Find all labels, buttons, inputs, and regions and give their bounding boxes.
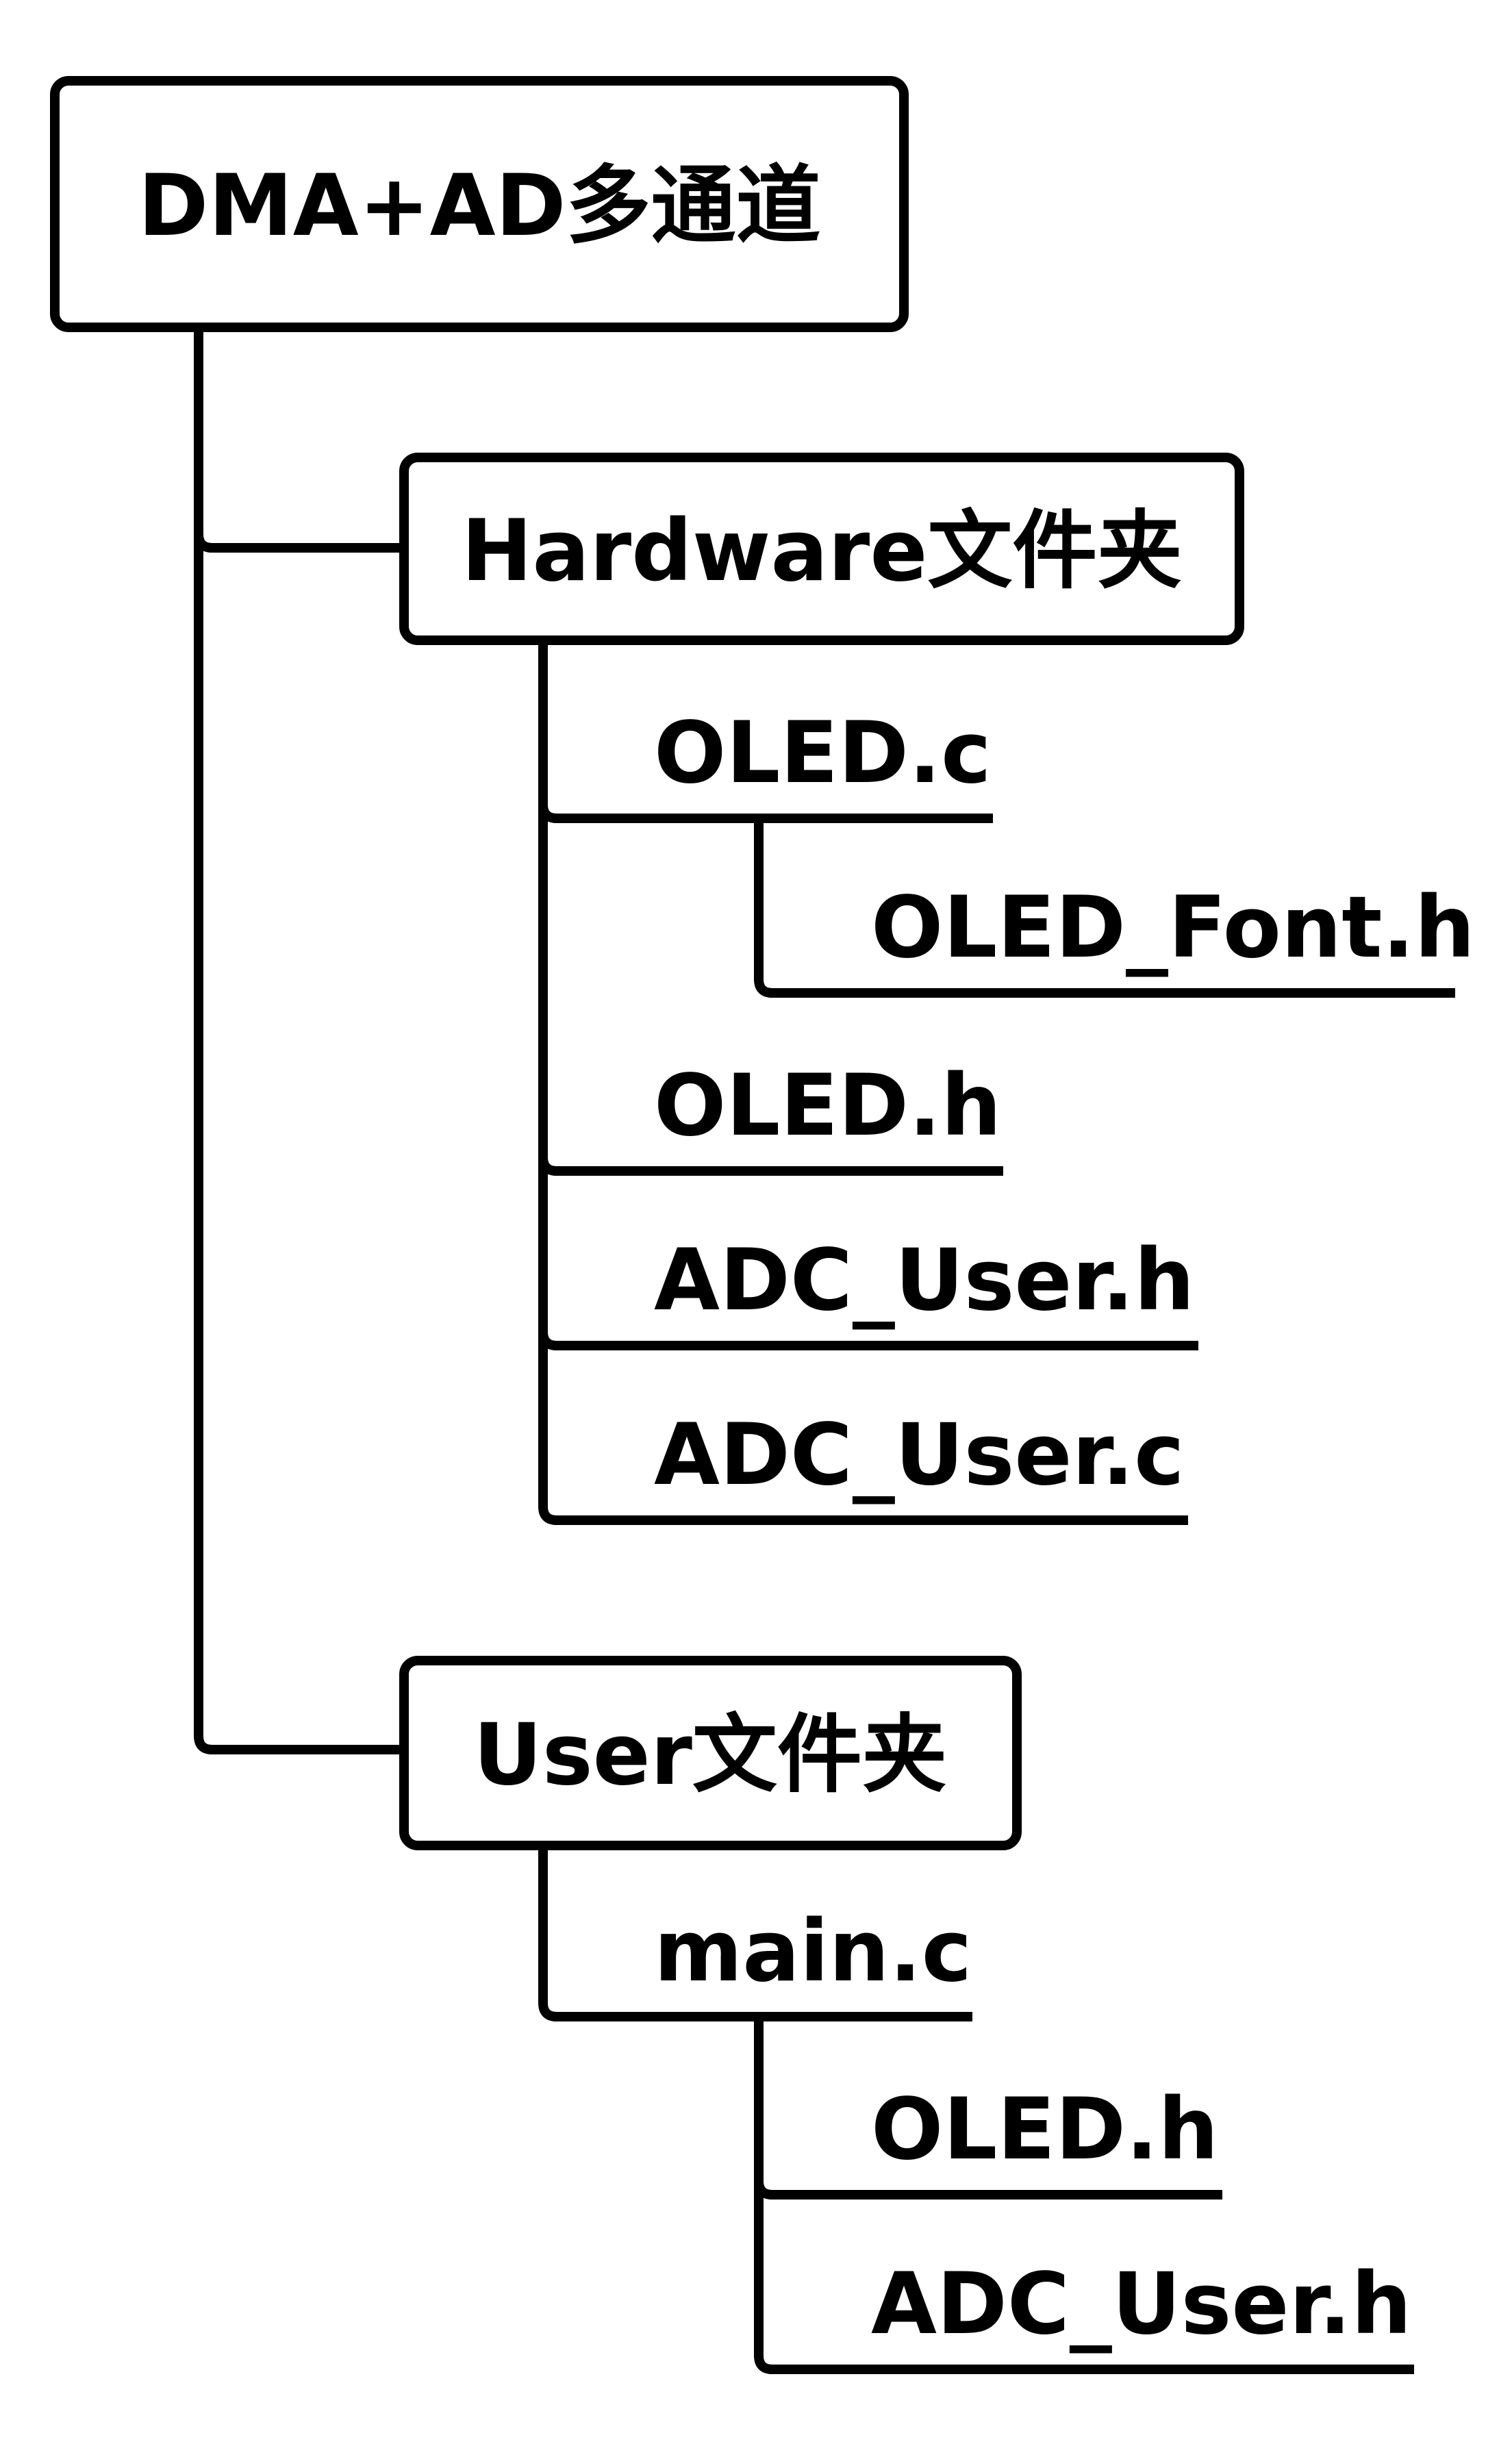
connector-main-c-trunk — [754, 2017, 1414, 2374]
hardware-folder-box — [399, 453, 1244, 645]
user-folder-box — [399, 1656, 1022, 1850]
connector-hardware-oled-h — [538, 1157, 1003, 1176]
connector-user-trunk — [538, 1845, 972, 2021]
hardware-folder-label: Hardware文件夹 — [462, 502, 1183, 601]
tree-connectors — [194, 327, 1455, 2374]
connector-root-trunk — [194, 327, 404, 1754]
root-box — [50, 76, 909, 332]
file-main-oled-h: OLED.h — [871, 2080, 1218, 2179]
file-oled-c: OLED.c — [654, 704, 992, 803]
connector-hardware-oled-c — [538, 804, 993, 823]
root-node: DMA+AD多通道 — [50, 76, 909, 332]
file-adc-user-c: ADC_User.c — [654, 1406, 1185, 1504]
hardware-folder-node: Hardware文件夹 — [399, 453, 1244, 645]
file-main-adc-user-h: ADC_User.h — [871, 2255, 1411, 2354]
connector-hardware-adc-user-h — [538, 1331, 1198, 1350]
file-oled-font-h: OLED_Font.h — [871, 879, 1475, 977]
user-folder-label: User文件夹 — [473, 1706, 947, 1804]
root-label: DMA+AD多通道 — [138, 157, 820, 255]
file-main-c: main.c — [654, 1902, 972, 2001]
connector-hardware-trunk — [538, 640, 1188, 1525]
connector-oled-c-to-oled-font-h — [754, 818, 1455, 998]
file-oled-h: OLED.h — [654, 1057, 1001, 1155]
file-labels: OLED.c OLED_Font.h OLED.h ADC_User.h ADC… — [654, 704, 1475, 2354]
connector-root-to-hardware — [194, 533, 404, 553]
user-folder-node: User文件夹 — [399, 1656, 1022, 1850]
file-adc-user-h: ADC_User.h — [654, 1231, 1194, 1330]
connector-main-c-oled-h — [754, 2180, 1222, 2200]
